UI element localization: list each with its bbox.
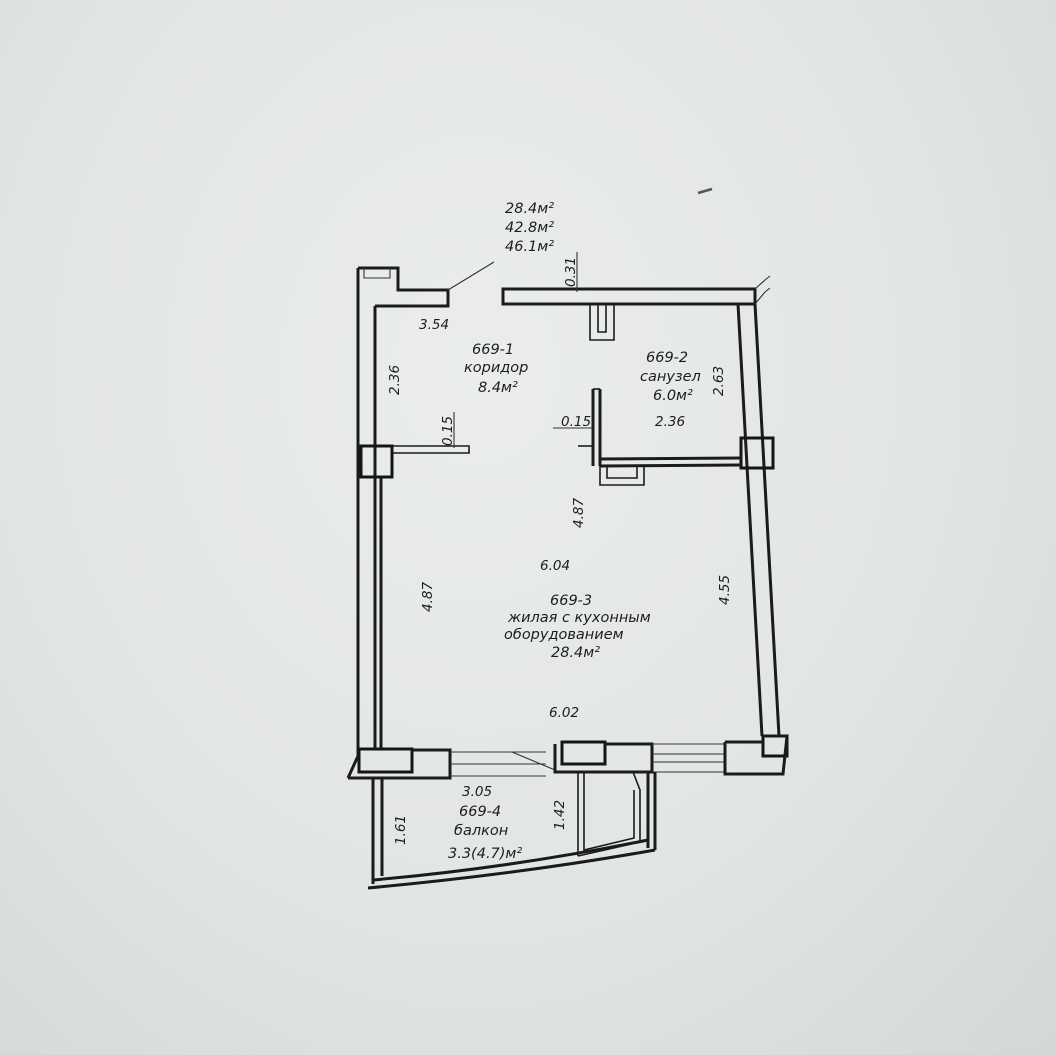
pencil-mark [697, 187, 713, 195]
dim-balcony-depth-right: 1.42 [552, 800, 568, 830]
bathroom-box [599, 466, 645, 486]
right-wall [736, 303, 781, 737]
total-area: 42.8м² [505, 220, 554, 236]
dim-bathroom-height: 2.63 [711, 366, 727, 396]
bathroom-partition-horizontal [599, 456, 742, 468]
bottom-left-wall [346, 748, 452, 780]
balcony-right-wall [646, 772, 657, 850]
dim-bathroom-width: 2.36 [655, 414, 685, 430]
top-wall [501, 287, 757, 306]
corridor-partition [392, 445, 470, 454]
dim-room-width: 6.04 [540, 558, 570, 574]
dim-room-width-bottom: 6.02 [549, 705, 579, 721]
vent-shaft [589, 304, 615, 341]
window-right [652, 743, 725, 773]
totals-leader [447, 261, 495, 291]
total-area-with-balcony: 46.1м² [505, 239, 554, 255]
bottom-mid-pillar [560, 740, 607, 766]
left-wall [356, 266, 450, 760]
dim-corridor-height: 2.36 [387, 365, 403, 395]
bottom-left-pillar [357, 747, 414, 774]
living-room-name-2: оборудованием [504, 627, 624, 643]
balcony-area: 3.3(4.7)м² [448, 846, 522, 862]
living-room-area: 28.4м² [551, 645, 600, 661]
dim-balcony-width: 3.05 [462, 784, 492, 800]
door-swing [511, 751, 556, 771]
dim-wall-gap-top: 0.31 [563, 257, 579, 287]
balcony-id: 669-4 [459, 804, 501, 820]
top-wall-break [754, 275, 771, 305]
bathroom-partition-vertical [591, 389, 602, 466]
dim-corridor-width: 3.54 [419, 317, 449, 333]
corridor-id: 669-1 [472, 342, 514, 358]
balcony-cabinet [577, 771, 641, 857]
total-living-area: 28.4м² [505, 201, 554, 217]
bathroom-name: санузел [640, 369, 701, 385]
dim-balcony-depth-left: 1.61 [393, 815, 409, 845]
balcony-outer-rail [367, 838, 656, 890]
dim-partition-left: 0.15 [440, 416, 456, 446]
dim-room-depth-right: 4.55 [717, 575, 733, 605]
balcony-door [450, 751, 546, 777]
bottom-right-wall [723, 734, 789, 776]
bottom-right-pillar [761, 734, 789, 758]
bathroom-area: 6.0м² [653, 388, 693, 404]
balcony-left-wall [371, 778, 384, 884]
left-wall-niche [363, 268, 391, 279]
bathroom-id: 669-2 [646, 350, 688, 366]
left-pillar [359, 444, 394, 479]
living-room-name-1: жилая с кухонным [507, 610, 651, 626]
right-pillar [739, 436, 775, 470]
corridor-name: коридор [464, 360, 528, 376]
dim-room-depth-left: 4.87 [420, 582, 436, 612]
dim-partition-mid: 0.15 [561, 414, 591, 430]
dim-room-depth-inner: 4.87 [571, 498, 587, 528]
balcony-name: балкон [454, 823, 508, 839]
living-room-id: 669-3 [550, 593, 592, 609]
corridor-area: 8.4м² [478, 380, 518, 396]
